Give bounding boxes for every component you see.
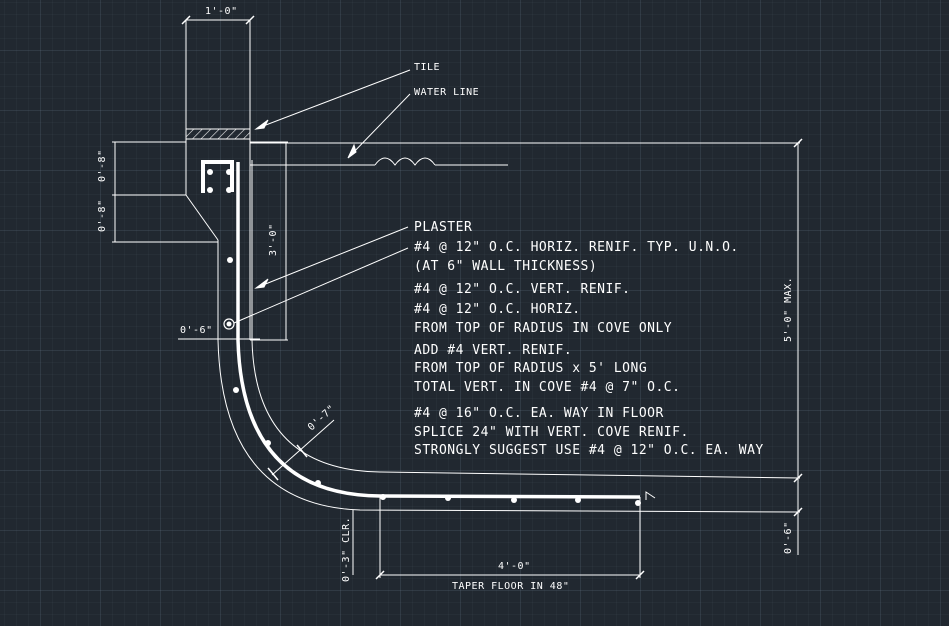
floor-thickness-dim: 0'-6" [783, 521, 794, 554]
floor-length-dim: 4'-0" [498, 561, 531, 572]
plaster-leader [257, 226, 409, 288]
note-plaster: PLASTER [414, 220, 473, 235]
note-suggest: STRONGLY SUGGEST USE #4 @ 12" O.C. EA. W… [414, 443, 764, 458]
top-rebar-cage [201, 160, 234, 193]
note-horiz-renif: #4 @ 12" O.C. HORIZ. RENIF. TYP. U.N.O. [414, 240, 739, 255]
note-radius-long: FROM TOP OF RADIUS x 5' LONG [414, 361, 648, 376]
taper-label: TAPER FLOOR IN 48" [452, 581, 570, 592]
top-width-dim: 1'-0" [205, 6, 238, 17]
note-vert-renif: #4 @ 12" O.C. VERT. RENIF. [414, 282, 631, 297]
upper-left-dim-2: 0'-8" [97, 199, 108, 232]
water-line-label: WATER LINE [414, 87, 480, 98]
tile-band [185, 128, 251, 140]
note-horiz: #4 @ 12" O.C. HORIZ. [414, 302, 581, 317]
upper-left-dim-1: 0'-8" [97, 149, 108, 182]
wall-height-dim: 3'-0" [268, 223, 279, 256]
tile-leader [257, 69, 411, 129]
note-total-vert: TOTAL VERT. IN COVE #4 @ 7" O.C. [414, 380, 681, 395]
wall-thickness-dim: 0'-6" [180, 325, 213, 336]
max-depth-dim: 5'-0" MAX. [783, 276, 794, 342]
horiz-rebar-leader [233, 247, 409, 324]
main-rebar-path [236, 162, 641, 499]
note-wall-thickness: (AT 6" WALL THICKNESS) [414, 259, 598, 274]
note-splice: SPLICE 24" WITH VERT. COVE RENIF. [414, 425, 689, 440]
water-line-leader [349, 93, 411, 157]
note-floor: #4 @ 16" O.C. EA. WAY IN FLOOR [414, 406, 664, 421]
note-add-vert: ADD #4 VERT. RENIF. [414, 343, 573, 358]
rebar-dots [207, 169, 641, 506]
clearance-dim: 0'-3" CLR. [341, 516, 352, 582]
note-cove-only: FROM TOP OF RADIUS IN COVE ONLY [414, 321, 673, 336]
tile-label: TILE [414, 62, 441, 73]
